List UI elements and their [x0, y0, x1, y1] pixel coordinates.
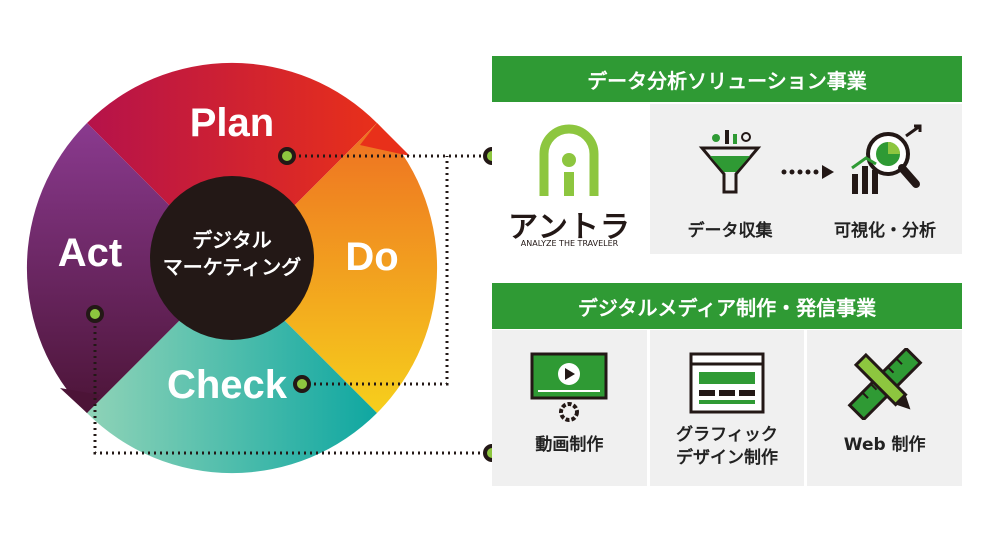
act-segment	[26, 123, 232, 413]
analytics-panel-header: データ分析ソリューション事業	[492, 56, 962, 102]
stage-plan: Plan	[190, 101, 274, 145]
graphic-design-icon	[689, 352, 765, 414]
analytics-steps-cell: データ収集 可視化・分析	[647, 104, 962, 254]
antora-logo-cell: アントラ ANALYZE THE TRAVELER	[492, 104, 647, 254]
visualization-icon	[851, 124, 922, 194]
service-graphic: グラフィック デザイン制作	[646, 330, 805, 486]
plan-arrow-tip	[360, 123, 410, 156]
connector-lines	[93, 154, 492, 455]
ruler-pencil-icon	[847, 348, 923, 420]
media-panel-title: デジタルメディア制作・発信事業	[577, 295, 877, 320]
stage-act: Act	[58, 231, 122, 275]
stage-check: Check	[167, 363, 288, 407]
service-graphic-label-2: デザイン制作	[676, 447, 778, 468]
dotted-arrow-icon	[781, 165, 834, 179]
check-arrow-tip	[60, 388, 100, 413]
stage-do: Do	[345, 235, 398, 279]
video-icon	[530, 352, 608, 422]
media-panel-body: 動画制作 グラフィック デザイン制作	[492, 330, 962, 486]
plan-segment	[87, 62, 377, 269]
check-segment	[87, 268, 377, 474]
antora-logo-sub: ANALYZE THE TRAVELER	[520, 239, 619, 248]
center-label-line2: マーケティング	[163, 255, 301, 279]
analytics-panel-body: アントラ ANALYZE THE TRAVELER	[492, 104, 962, 254]
do-segment	[232, 123, 438, 413]
analytics-panel-title: データ分析ソリューション事業	[587, 68, 867, 93]
step-data-collection: データ収集	[687, 221, 773, 241]
service-video-label: 動画制作	[535, 435, 604, 455]
step-visualization: 可視化・分析	[834, 221, 936, 241]
service-video: 動画制作	[492, 330, 647, 486]
funnel-icon	[698, 130, 762, 194]
service-graphic-label-1: グラフィック	[676, 425, 778, 445]
service-web: Web 制作	[804, 330, 962, 486]
antora-logo-icon	[539, 124, 599, 196]
media-panel-header: デジタルメディア制作・発信事業	[492, 283, 962, 329]
service-web-label: Web 制作	[843, 435, 926, 455]
center-circle	[150, 176, 314, 340]
center-label-line1: デジタル	[192, 228, 272, 252]
antora-logo-text: アントラ	[508, 210, 631, 245]
